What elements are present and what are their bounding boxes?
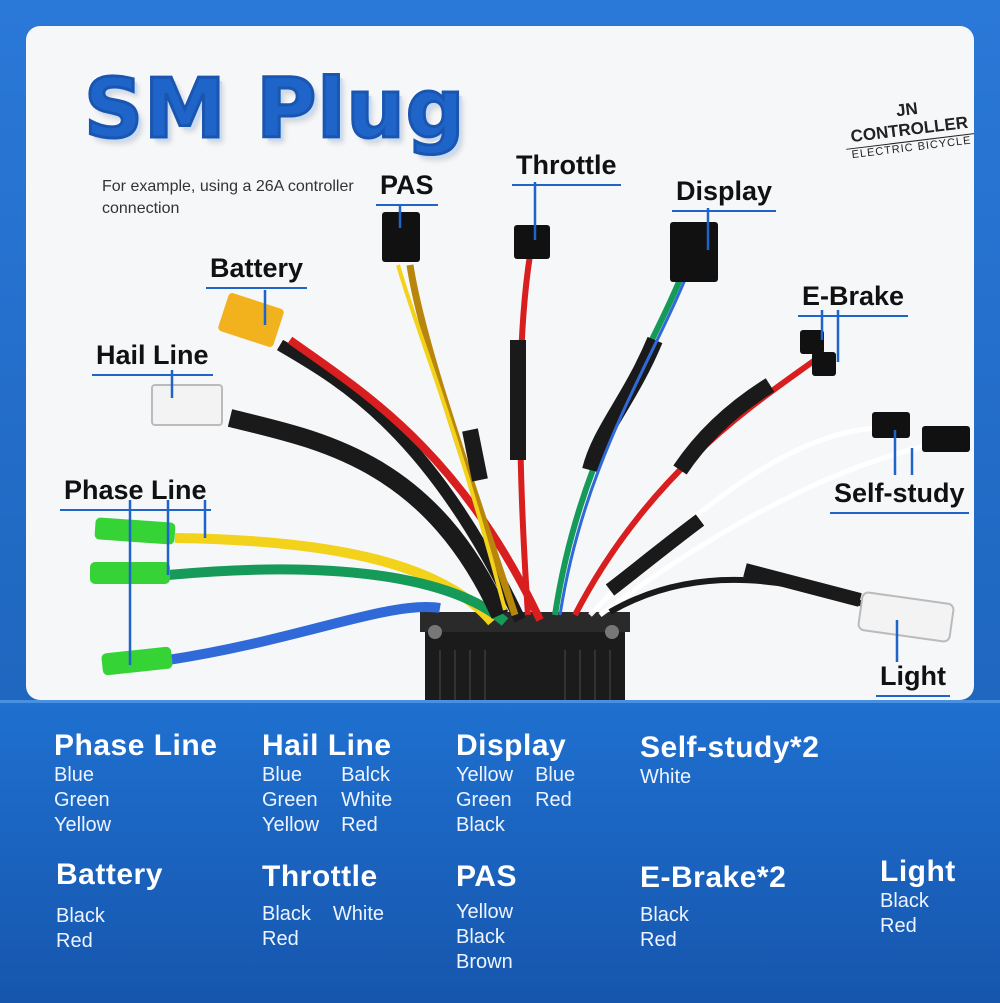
legend-item: Blue <box>262 764 303 786</box>
pas-connector <box>382 212 420 262</box>
legend-hail-line: Hail Line Blue Green Yellow Balck White … <box>262 729 392 838</box>
ebrake-connectors <box>800 330 836 376</box>
legend-item: Green <box>54 789 110 811</box>
legend-item: Black <box>640 904 689 926</box>
legend-self-study-title: Self-study*2 <box>640 731 820 764</box>
battery-cable-red <box>287 336 544 622</box>
pointer-lines <box>128 182 914 665</box>
legend-item: Balck <box>341 764 390 786</box>
wiring-diagram <box>90 182 970 700</box>
label-battery: Battery <box>206 253 308 289</box>
legend-pas-title: PAS <box>456 860 517 893</box>
label-ebrake: E-Brake <box>798 281 909 317</box>
legend-item: Brown <box>456 951 513 973</box>
legend-ebrake: E-Brake*2 Black Red <box>640 861 786 953</box>
legend-item: Red <box>341 814 378 836</box>
legend-display-title: Display <box>456 729 567 762</box>
legend-battery: Battery Black Red <box>56 858 163 954</box>
phase-wire-green <box>167 564 509 626</box>
legend-hail-line-title: Hail Line <box>262 729 392 762</box>
legend-item: Black <box>456 926 505 948</box>
legend-item: Black <box>880 890 929 912</box>
legend-item: Yellow <box>456 901 514 923</box>
legend-item: Black <box>262 903 311 925</box>
legend-phase-line: Phase Line Blue Green Yellow <box>54 729 217 838</box>
legend-item: Yellow <box>456 764 514 786</box>
legend-item: Red <box>640 929 677 951</box>
legend-phase-line-title: Phase Line <box>54 729 218 762</box>
legend-item: Red <box>880 915 917 937</box>
legend-item: White <box>341 789 393 811</box>
label-phase-line: Phase Line <box>60 475 211 511</box>
legend-battery-title: Battery <box>56 858 163 891</box>
label-throttle: Throttle <box>512 150 621 186</box>
hail-cable <box>227 409 509 619</box>
light-connector <box>857 591 955 643</box>
legend-light: Light Black Red <box>880 855 956 939</box>
wire-color-legend: Phase Line Blue Green Yellow Hail Line B… <box>0 700 1000 1003</box>
phase-connectors <box>90 517 176 676</box>
display-connector <box>670 222 718 282</box>
battery-connector <box>218 293 284 347</box>
label-self-study: Self-study <box>830 478 969 514</box>
legend-item: Red <box>262 928 299 950</box>
battery-cable-black <box>276 339 526 623</box>
legend-item: Green <box>456 789 512 811</box>
label-pas: PAS <box>376 170 438 206</box>
legend-throttle: Throttle Black Red White <box>262 860 384 952</box>
legend-pas: PAS Yellow Black Brown <box>456 860 517 975</box>
legend-item: White <box>640 766 692 788</box>
legend-item: Black <box>456 814 505 836</box>
legend-item: Red <box>56 930 93 952</box>
legend-self-study: Self-study*2 White <box>640 731 819 790</box>
legend-item: Yellow <box>54 814 112 836</box>
subtitle: For example, using a 26A controller conn… <box>102 178 354 217</box>
controller-box <box>420 612 630 700</box>
page-title: SM Plug <box>83 61 466 159</box>
legend-item: Red <box>535 789 572 811</box>
display-cable <box>552 253 693 616</box>
legend-item: Black <box>56 905 105 927</box>
legend-throttle-title: Throttle <box>262 860 378 893</box>
legend-item: Green <box>262 789 318 811</box>
legend-light-title: Light <box>880 855 956 888</box>
legend-ebrake-title: E-Brake*2 <box>640 861 787 894</box>
phase-wire-blue <box>167 602 441 665</box>
hail-connector <box>151 384 223 426</box>
legend-item: Blue <box>54 764 95 786</box>
legend-display: Display Yellow Green Black Blue Red <box>456 729 575 838</box>
legend-item: Yellow <box>262 814 320 836</box>
label-light: Light <box>876 661 950 697</box>
legend-item: White <box>332 903 385 925</box>
throttle-connector <box>514 225 550 259</box>
label-display: Display <box>672 176 777 212</box>
legend-item: Blue <box>535 764 576 786</box>
phase-wire-yellow <box>174 533 496 626</box>
label-hail-line: Hail Line <box>92 340 213 376</box>
self-study-connectors <box>872 412 970 452</box>
